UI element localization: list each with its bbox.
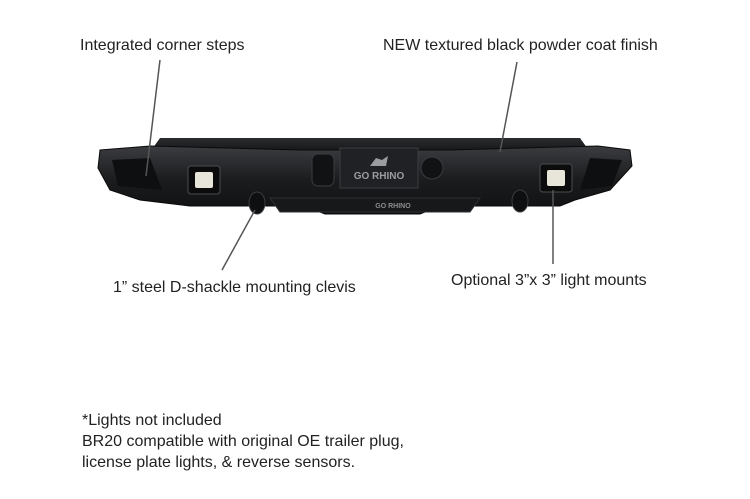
footnotes: *Lights not included BR20 compatible wit…: [82, 410, 404, 473]
sensor-pod-right: [420, 156, 444, 180]
rhino-logo-icon: [370, 156, 388, 166]
leader-line-corner-steps: [145, 59, 161, 177]
bar-brand-text: GO RHINO: [375, 203, 411, 210]
footnote-compat-2: license plate lights, & reverse sensors.: [82, 454, 356, 471]
footnote-compat-1: BR20 compatible with original OE trailer…: [82, 433, 404, 450]
right-corner-step: [580, 158, 622, 190]
right-shackle-clevis: [511, 189, 529, 213]
left-light-lens: [195, 172, 213, 188]
bumper-lower-bar: [269, 197, 481, 213]
plate-brand-text: GO RHINO: [354, 171, 405, 182]
callout-shackle-clevis: 1” steel D-shackle mounting clevis: [113, 279, 356, 296]
leader-line-finish: [499, 61, 518, 153]
right-light-lens: [547, 170, 565, 186]
callout-powder-coat-finish: NEW textured black powder coat finish: [383, 37, 658, 54]
callout-light-mounts: Optional 3”x 3” light mounts: [451, 272, 647, 289]
left-corner-step: [112, 158, 162, 190]
leader-line-shackle: [221, 209, 256, 271]
callout-corner-steps: Integrated corner steps: [80, 37, 245, 54]
sensor-pod-left: [311, 153, 335, 187]
license-plate-panel: [339, 147, 419, 189]
footnote-lights: *Lights not included: [82, 412, 222, 429]
left-shackle-clevis: [248, 191, 266, 215]
